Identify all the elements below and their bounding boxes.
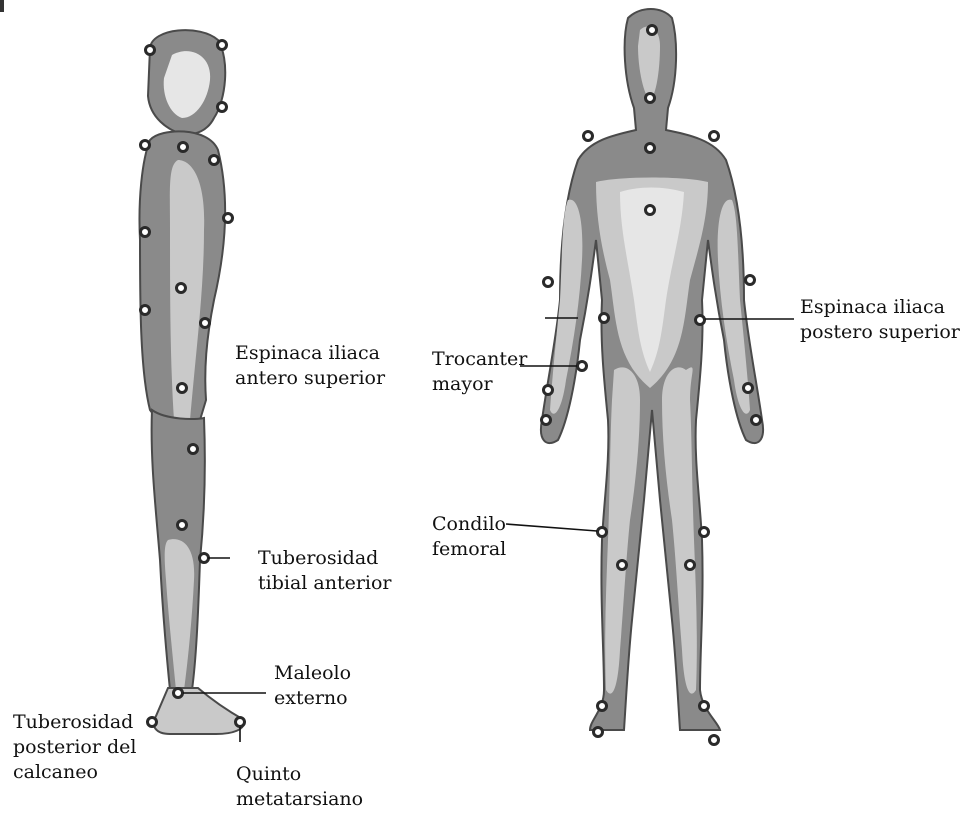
label-metatarsiano: Quinto metatarsiano (236, 762, 363, 812)
label-line: externo (274, 686, 351, 711)
label-line: Tuberosidad (13, 710, 136, 735)
marker (189, 445, 198, 454)
lateral-foot (154, 688, 245, 734)
marker (584, 132, 593, 141)
marker (646, 206, 655, 215)
marker (218, 41, 227, 50)
marker (141, 228, 150, 237)
label-line: Espinaca iliaca (800, 295, 960, 320)
marker (686, 561, 695, 570)
marker (141, 141, 150, 150)
label-line: antero superior (235, 366, 385, 391)
label-tibial: Tuberosidad tibial anterior (258, 546, 392, 596)
marker (598, 528, 607, 537)
label-line: calcaneo (13, 760, 136, 785)
marker (200, 554, 209, 563)
marker (179, 143, 188, 152)
label-line: Tuberosidad (258, 546, 392, 571)
marker (648, 26, 657, 35)
label-line: femoral (432, 537, 506, 562)
marker (141, 306, 150, 315)
marker (146, 46, 155, 55)
marker (744, 384, 753, 393)
marker (700, 528, 709, 537)
marker (598, 702, 607, 711)
label-line: mayor (432, 372, 527, 397)
marker (544, 278, 553, 287)
marker (600, 314, 609, 323)
marker (752, 416, 761, 425)
marker (148, 718, 157, 727)
marker (210, 156, 219, 165)
label-maleolo: Maleolo externo (274, 661, 351, 711)
marker (710, 132, 719, 141)
marker (646, 144, 655, 153)
marker (224, 214, 233, 223)
leader-line (506, 524, 597, 531)
marker (710, 736, 719, 745)
marker (178, 521, 187, 530)
label-line: Quinto (236, 762, 363, 787)
marker (544, 386, 553, 395)
marker (174, 689, 183, 698)
label-line: metatarsiano (236, 787, 363, 812)
label-trocanter: Trocanter mayor (432, 347, 527, 397)
marker (594, 728, 603, 737)
frontal-figure (506, 9, 794, 745)
marker (218, 103, 227, 112)
label-line: Condilo (432, 512, 506, 537)
marker (178, 384, 187, 393)
label-psis: Espinaca iliaca postero superior (800, 295, 960, 345)
label-line: Trocanter (432, 347, 527, 372)
label-line: Maleolo (274, 661, 351, 686)
marker (746, 276, 755, 285)
marker (542, 416, 551, 425)
marker (236, 718, 245, 727)
marker (177, 284, 186, 293)
label-line: postero superior (800, 320, 960, 345)
label-line: posterior del (13, 735, 136, 760)
label-condilo: Condilo femoral (432, 512, 506, 562)
marker (201, 319, 210, 328)
label-calcaneo: Tuberosidad posterior del calcaneo (13, 710, 136, 785)
marker (700, 702, 709, 711)
marker (618, 561, 627, 570)
label-asis: Espinaca iliaca antero superior (235, 341, 385, 391)
marker (646, 94, 655, 103)
marker (696, 316, 705, 325)
label-line: Espinaca iliaca (235, 341, 385, 366)
marker (578, 362, 587, 371)
label-line: tibial anterior (258, 571, 392, 596)
